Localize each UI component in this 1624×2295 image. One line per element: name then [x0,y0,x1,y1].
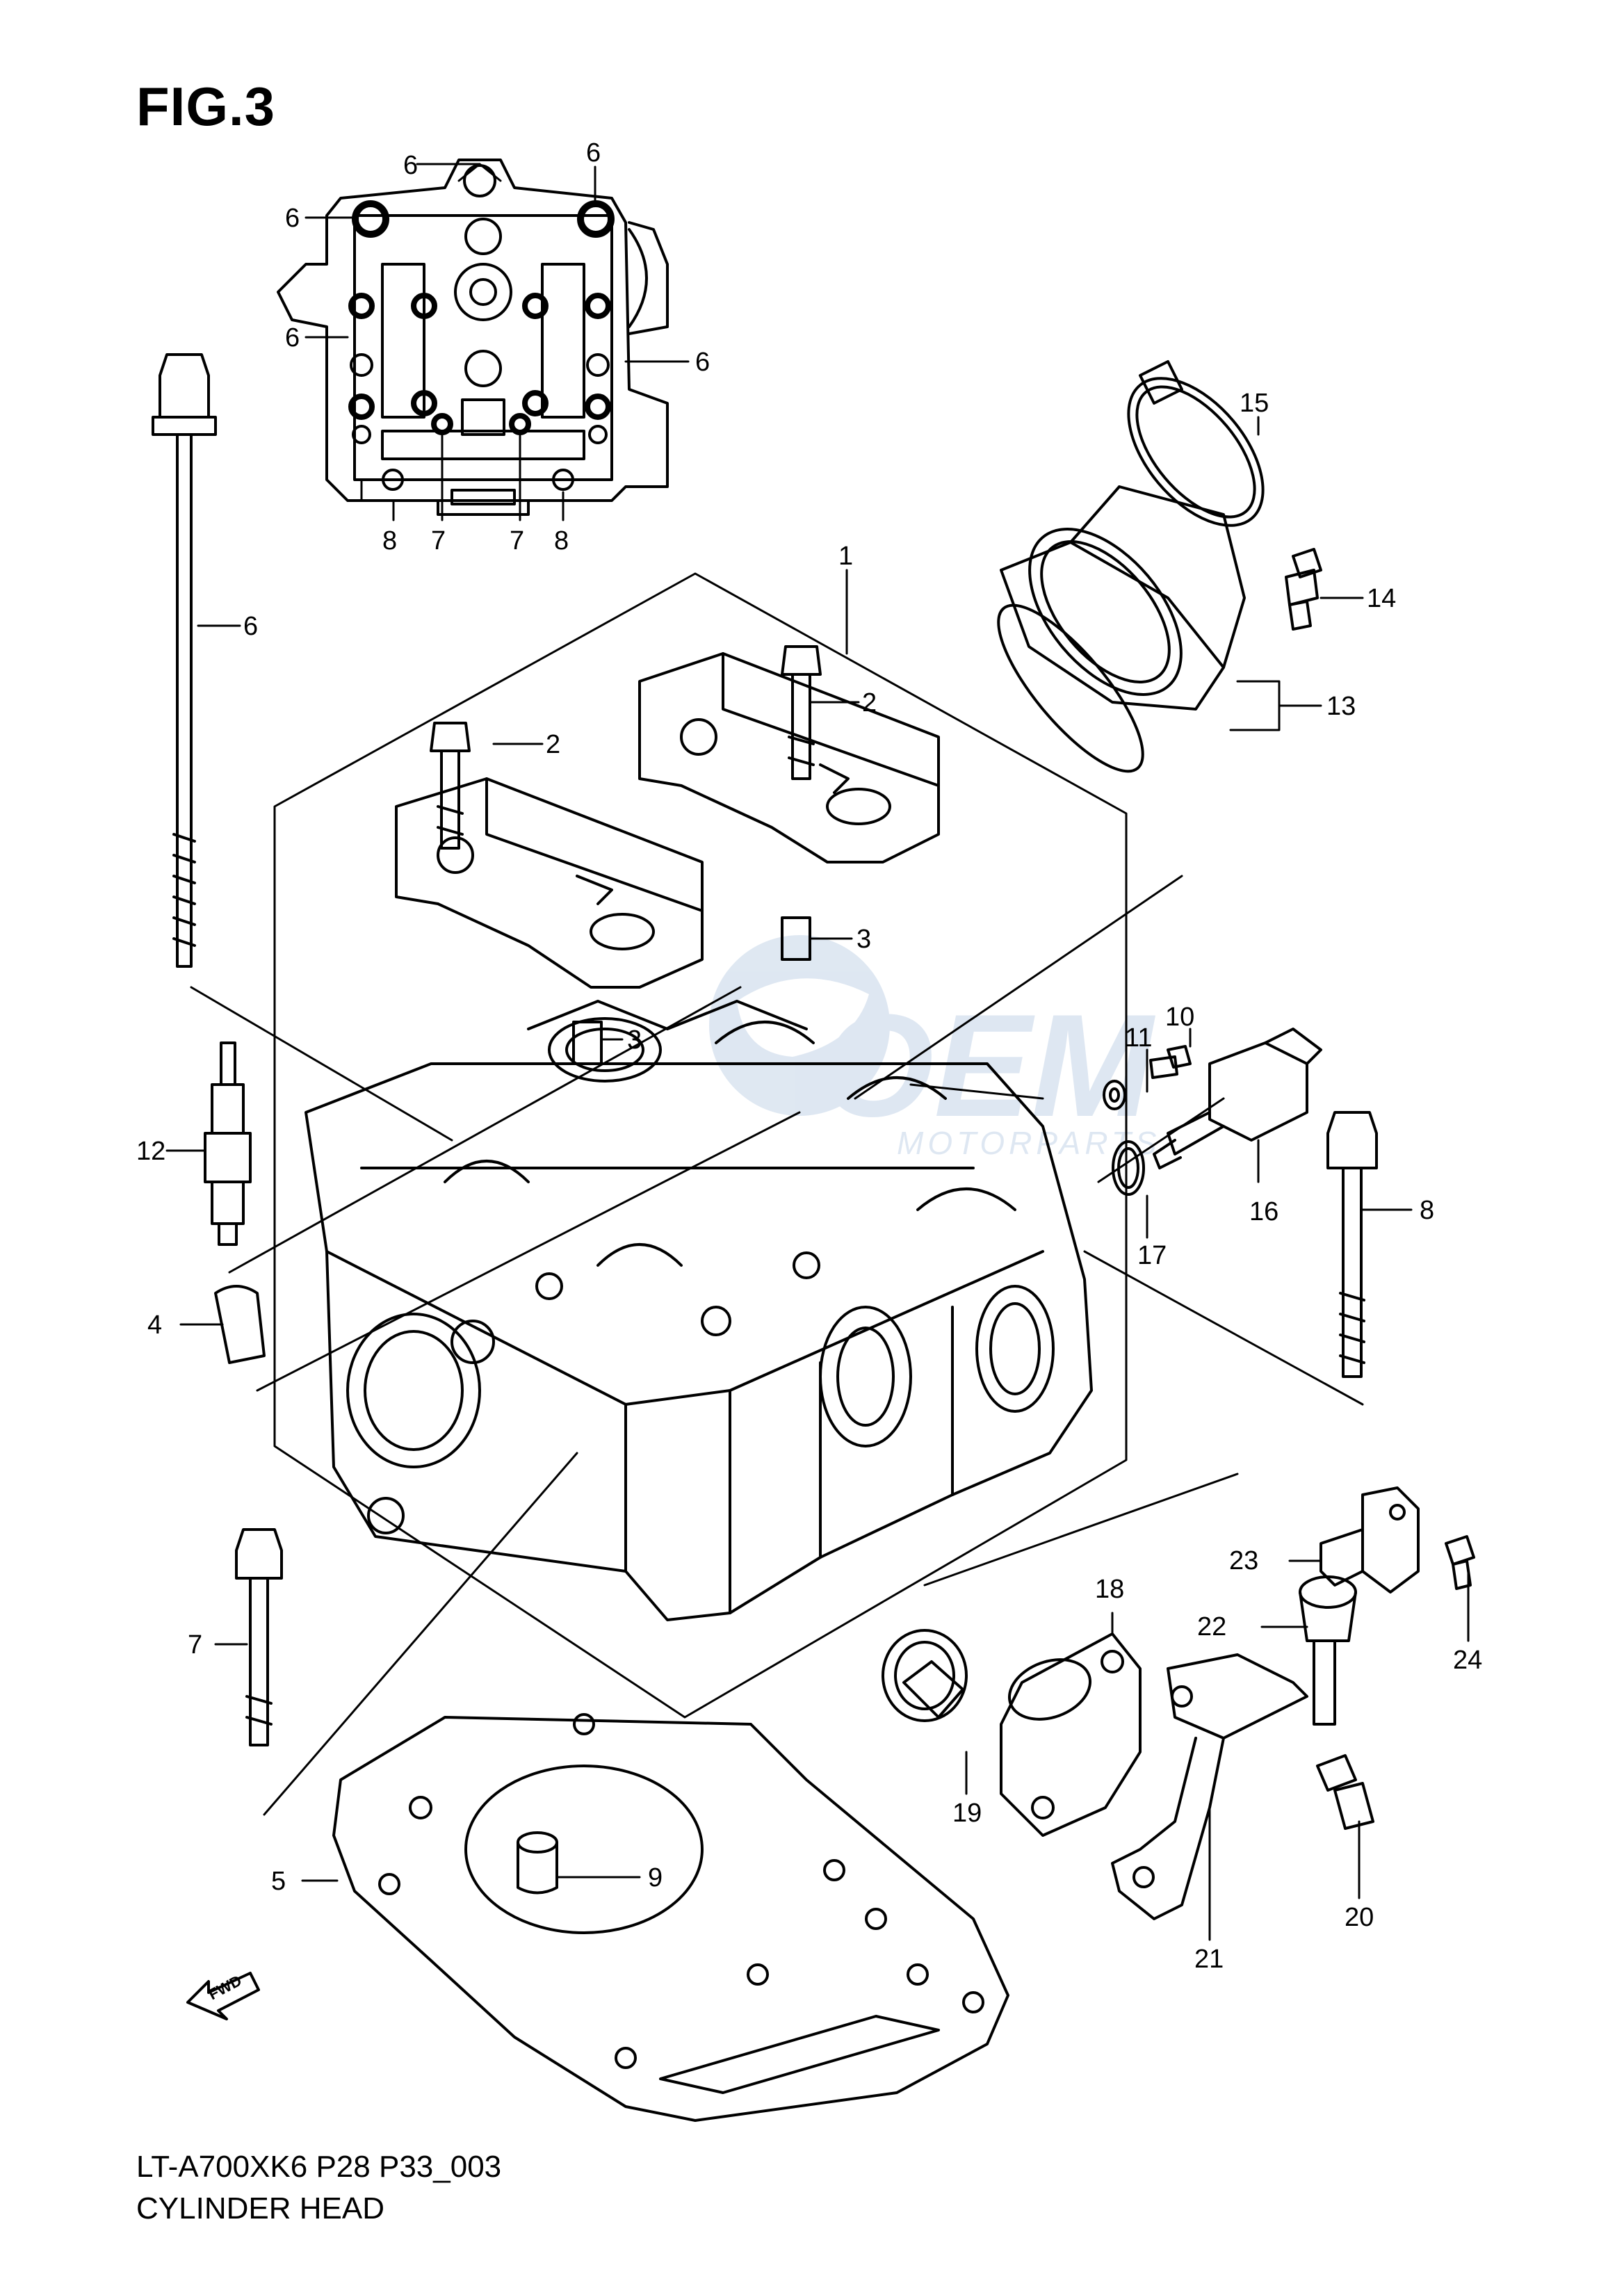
callout-6-right: 6 [695,348,710,377]
camshaft-holder-in [638,652,940,863]
bolt-long-6 [152,353,217,968]
temp-sensor-16 [1153,1028,1322,1169]
callout-2-right: 2 [862,688,877,717]
watermark-subtext: MOTORPARTS [897,1125,1160,1161]
dowel-9 [517,1831,558,1895]
callout-19: 19 [952,1799,982,1828]
spark-plug [204,1041,252,1246]
callout-6-left-upper: 6 [285,204,300,233]
callout-6-long-bolt: 6 [243,612,258,641]
camshaft-holder-ex [395,777,704,989]
bolt-2-left [430,722,471,850]
callout-8-top-left: 8 [382,526,397,555]
figure-name: CYLINDER HEAD [136,2191,384,2225]
callout-20: 20 [1345,1903,1374,1932]
callout-12: 12 [136,1137,165,1166]
callout-22: 22 [1197,1612,1226,1641]
callout-3-lower: 3 [627,1025,642,1055]
callout-23: 23 [1229,1546,1258,1575]
head-gasket [332,1713,1009,2122]
callout-6-top-left: 6 [403,151,418,180]
thermostat-19 [882,1629,968,1722]
callout-3-upper: 3 [856,925,871,954]
callout-13: 13 [1326,692,1356,721]
bolt-20 [1316,1754,1374,1830]
bolt-7 [235,1528,283,1746]
callout-14: 14 [1367,584,1396,613]
fwd-arrow-icon: FWD [186,1972,260,2020]
callout-18: 18 [1095,1575,1124,1604]
callout-labels: 6 6 6 6 6 8 7 7 8 1 6 2 2 3 3 12 4 8 11 … [136,138,1482,1974]
callout-7-top-left: 7 [431,526,446,555]
watermark-logo: OEM MOTORPARTS [709,935,1160,1161]
thermostat-cover-18 [1000,1632,1142,1837]
bolt-24 [1445,1535,1475,1590]
callout-24: 24 [1453,1646,1482,1675]
callout-8-bolt: 8 [1420,1196,1434,1225]
bolt-14 [1285,548,1322,631]
callout-2-left: 2 [546,730,560,759]
bolt-2-right [781,645,822,780]
bracket-23 [1320,1486,1420,1593]
callout-21: 21 [1194,1945,1224,1974]
callout-7-bolt: 7 [188,1630,202,1660]
figure-title: FIG.3 [136,76,276,137]
callout-10: 10 [1165,1003,1194,1032]
bracket-21 [1111,1653,1308,1920]
callout-16: 16 [1249,1197,1278,1226]
bolt-8 [1326,1111,1378,1378]
o-ring-17 [1112,1140,1145,1196]
callout-11: 11 [1125,1023,1152,1053]
washer-11 [1103,1080,1126,1110]
callout-9: 9 [648,1863,663,1892]
callout-5: 5 [271,1867,286,1896]
callout-17: 17 [1137,1241,1167,1270]
assembly-frame [190,572,1364,1816]
pipe-22 [1299,1575,1357,1726]
model-code: LT-A700XK6 P28 P33_003 [136,2150,502,2184]
callout-4: 4 [147,1311,162,1340]
callout-8-top-right: 8 [554,526,569,555]
dowel-pins [214,916,811,1364]
intake-pipe-13 [997,485,1246,773]
callout-1: 1 [838,542,853,571]
screw-10 [1149,1045,1192,1079]
callout-7-top-right: 7 [510,526,524,555]
callout-leaders [165,163,1470,1941]
callout-15: 15 [1240,389,1269,418]
callout-6-left-lower: 6 [285,323,300,352]
head-top-view [277,159,669,516]
intake-clamp-15 [1127,360,1265,527]
cylinder-head [304,1000,1093,1621]
callout-6-top-right: 6 [586,138,601,168]
